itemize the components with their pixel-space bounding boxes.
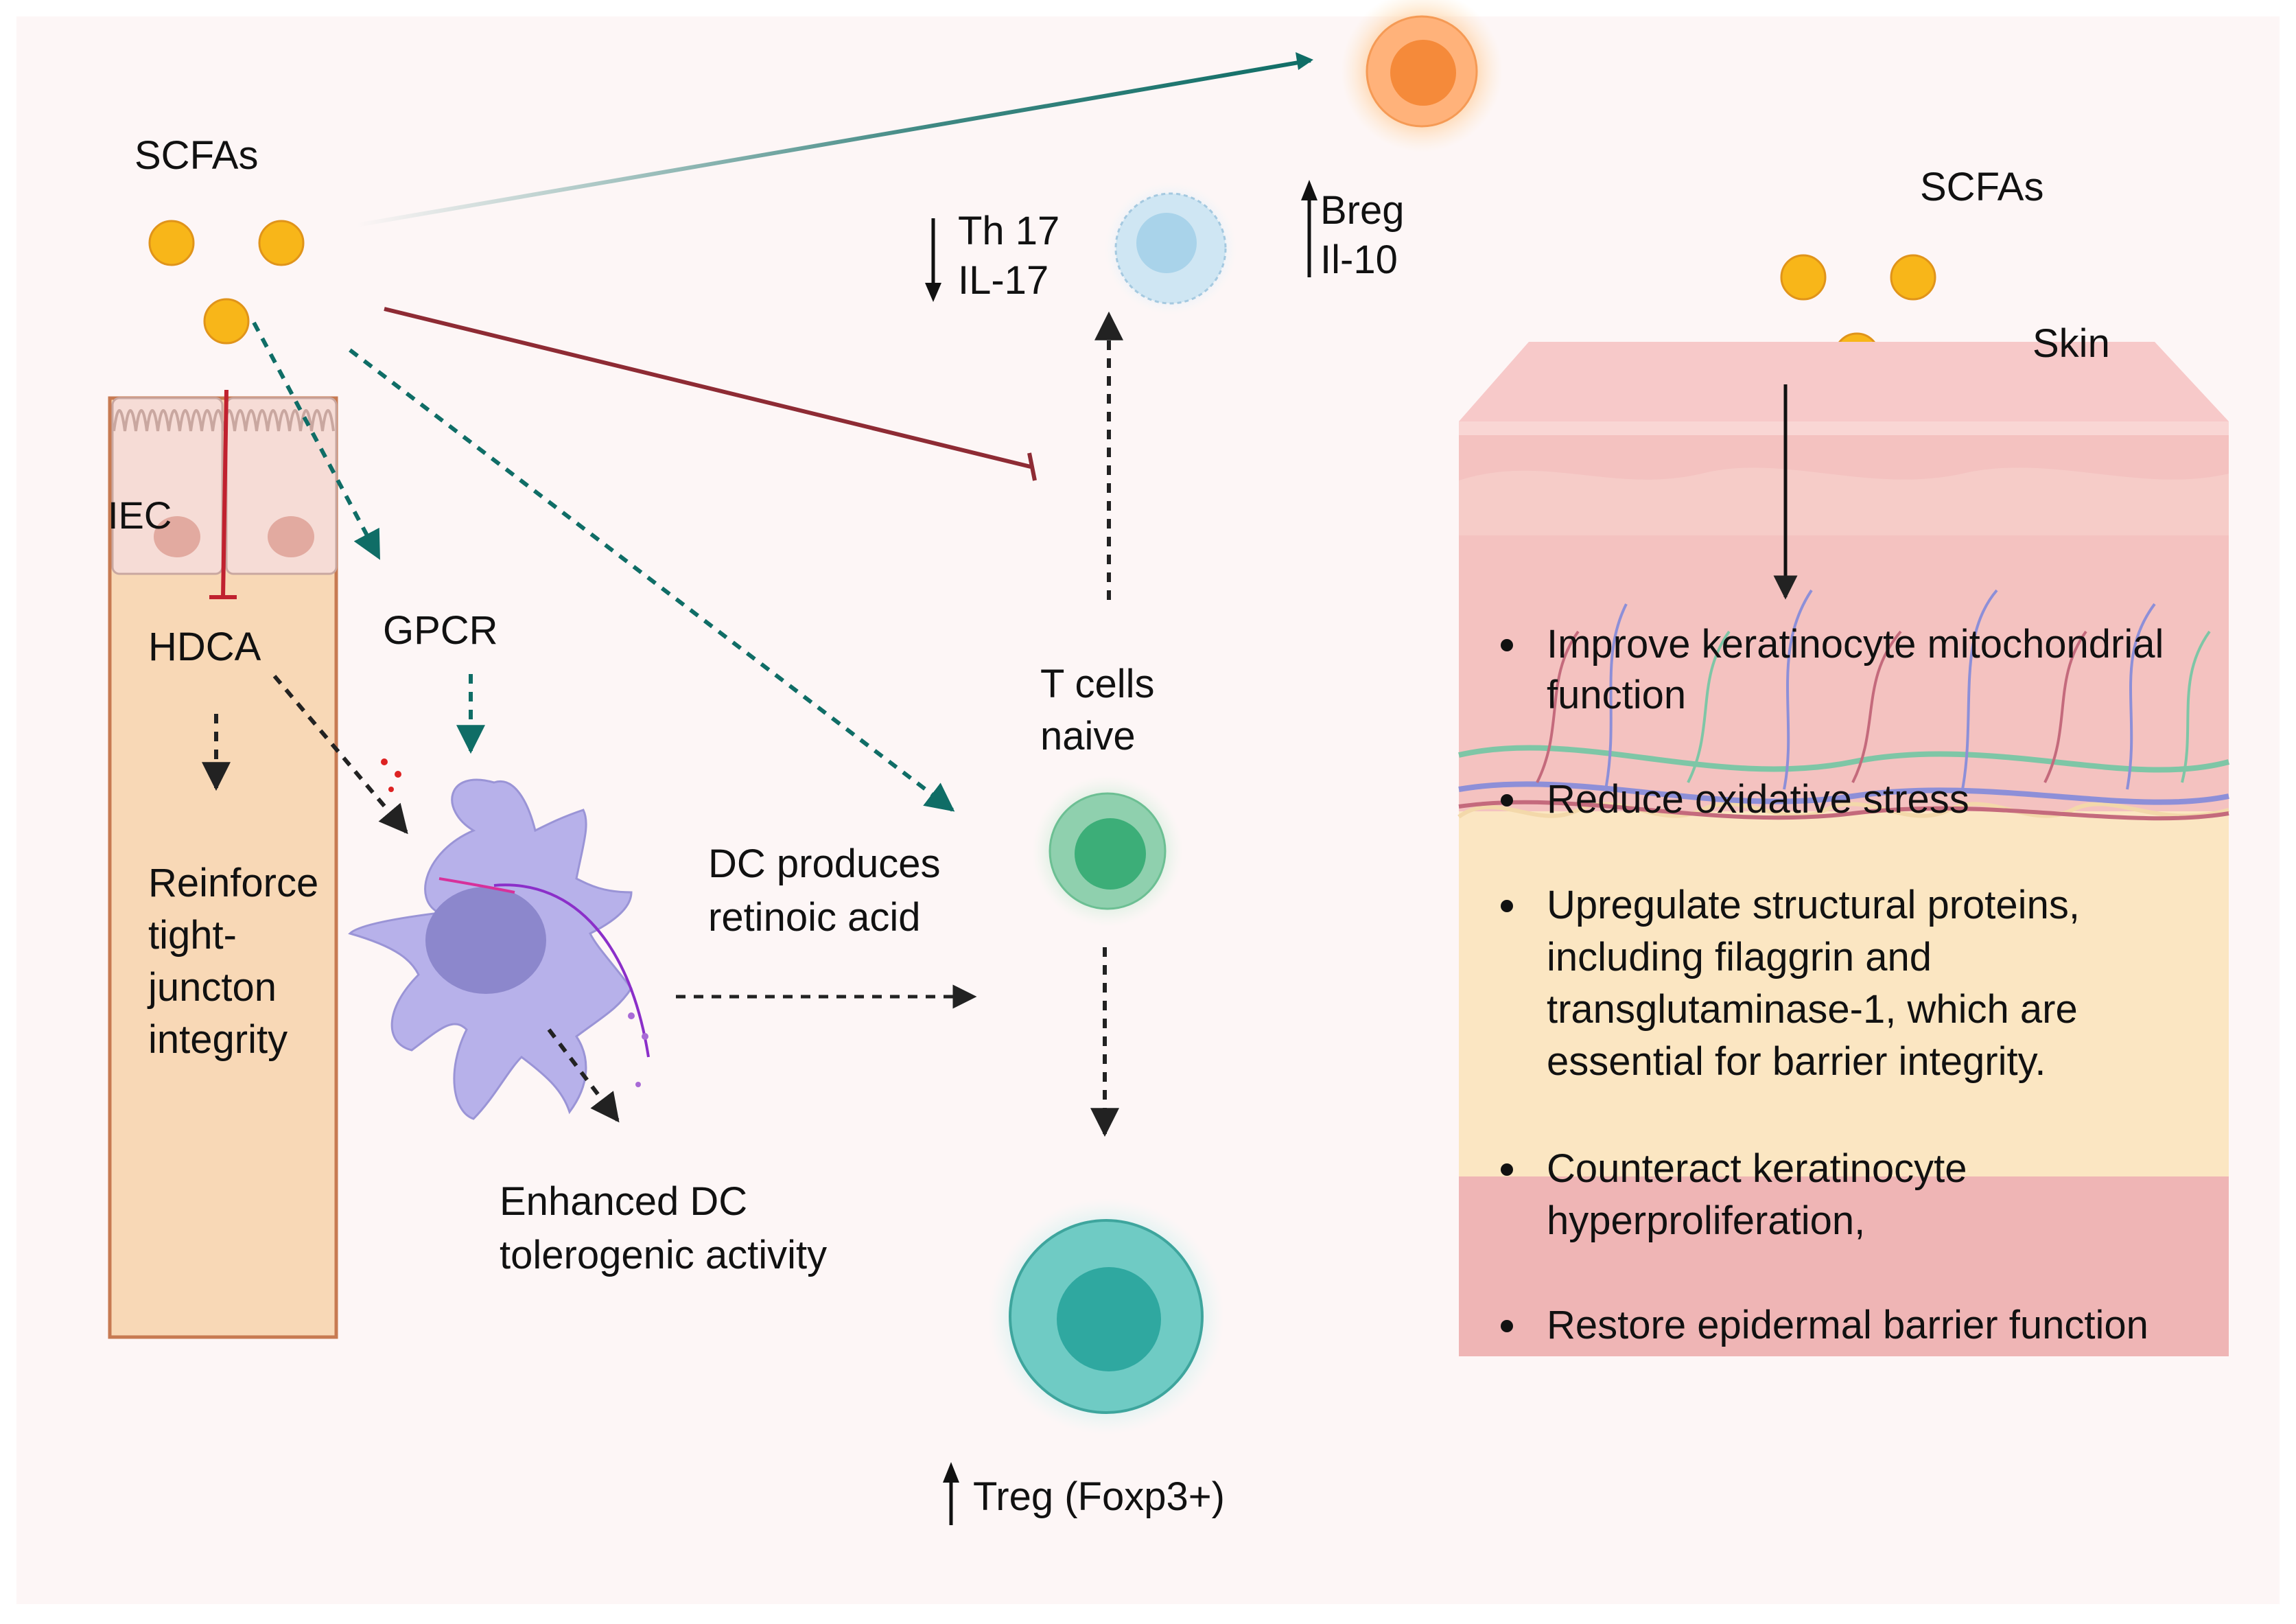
arrow-scfa-tcells [349, 348, 955, 812]
skin-layers [1457, 342, 2230, 1356]
tcells-label: T cells naive [1040, 662, 1166, 758]
treg-cell [988, 1198, 1224, 1435]
left-scfas-label: SCFAs [134, 133, 259, 178]
skin-effects-list: Improve keratinocyte mitochondrial funct… [1501, 622, 2175, 1347]
th17-label: Th 17 IL-17 [958, 209, 1070, 303]
skin-effect-1-line-1: Improve keratinocyte mitochondrial [1547, 622, 2164, 666]
skin-effect-3: Upregulate structural proteins, includin… [1547, 883, 2091, 1084]
dc-activity-label: Enhanced DC tolerogenic activity [500, 1179, 827, 1277]
reinforce-line-2: tight- [148, 913, 237, 958]
right-scfas-label: SCFAs [1920, 165, 2044, 209]
up-arrow-treg-icon [943, 1462, 959, 1525]
bullet-5 [1501, 1320, 1513, 1332]
skin-effect-2: Reduce oxidative stress [1547, 777, 1969, 822]
skin-effect-4-line-1: Counteract keratinocyte [1547, 1146, 1967, 1191]
dc-activity-line-1: Enhanced DC [500, 1179, 747, 1224]
up-arrow-breg-icon [1301, 180, 1317, 277]
epithelial-column [108, 396, 338, 1339]
dc-activity-line-2: tolerogenic activity [500, 1233, 827, 1277]
iec-label: IEC [108, 494, 172, 537]
skin-effect-3-line-2: including filaggrin and [1547, 935, 1932, 979]
th17-line-1: Th 17 [958, 209, 1059, 253]
down-arrow-th17-icon [925, 218, 941, 302]
breg-line-1: Breg [1320, 188, 1405, 233]
th17-line-2: IL-17 [958, 258, 1049, 303]
retinoic-line-1: DC produces [708, 842, 940, 886]
bullet-1 [1501, 639, 1513, 651]
breg-cell [1341, 0, 1503, 152]
inhibit-scfa-th17 [384, 307, 1037, 481]
bullet-3 [1501, 900, 1513, 912]
inhibit-iec-hdca [209, 389, 237, 599]
arrow-scfa-breg [356, 58, 1311, 227]
skin-effect-1-line-2: function [1547, 673, 1686, 717]
left-scfa-dots [148, 220, 305, 345]
skin-effect-4: Counteract keratinocyte hyperproliferati… [1547, 1146, 1978, 1243]
arrow-scfa-breg-head [1296, 52, 1313, 70]
skin-effect-1: Improve keratinocyte mitochondrial funct… [1547, 622, 2175, 717]
skin-effect-4-line-2: hyperproliferation, [1547, 1198, 1865, 1243]
tcells-line-1: T cells [1040, 662, 1155, 706]
reinforce-line-4: integrity [148, 1017, 288, 1062]
tcells-line-2: naive [1040, 714, 1136, 758]
th17-cell [1105, 183, 1237, 314]
bullet-4 [1501, 1163, 1513, 1176]
hdca-label: HDCA [148, 625, 261, 669]
dendritic-cell [348, 758, 650, 1120]
skin-effect-3-line-4: essential for barrier integrity. [1547, 1039, 2046, 1084]
breg-label: Breg Il-10 [1320, 188, 1416, 282]
arrow-dc-activity [547, 1028, 620, 1123]
skin-effect-3-line-3: transglutaminase-1, which are [1547, 987, 2078, 1032]
arrow-hdca-dc [272, 675, 408, 835]
retinoic-line-2: retinoic acid [708, 895, 920, 940]
gpcr-label: GPCR [383, 608, 498, 653]
arrow-scfa-gpcr [252, 321, 381, 560]
skin-effect-5: Restore epidermal barrier function [1547, 1303, 2148, 1347]
retinoic-label: DC produces retinoic acid [708, 842, 952, 940]
treg-label: Treg (Foxp3+) [973, 1474, 1225, 1519]
breg-line-2: Il-10 [1320, 237, 1398, 282]
reinforce-line-1: Reinforce [148, 861, 318, 905]
reinforce-line-3: juncton [147, 965, 277, 1010]
naive-t-cell [1032, 776, 1183, 927]
skin-effect-3-line-1: Upregulate structural proteins, [1547, 883, 2080, 927]
microvilli [111, 397, 338, 575]
reinforce-label: Reinforce tight- juncton integrity [147, 861, 329, 1062]
bullet-2 [1501, 794, 1513, 807]
skin-label: Skin [2033, 321, 2110, 366]
